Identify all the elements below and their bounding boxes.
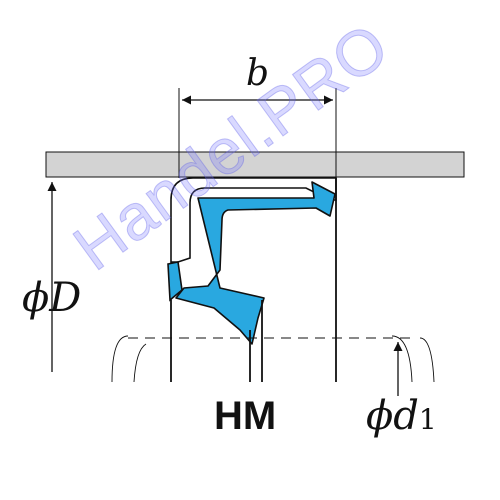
shaft-arc-right-a xyxy=(391,335,413,383)
seal-case-outline xyxy=(170,177,337,300)
inner-diameter-label: ϕd1 xyxy=(366,396,437,436)
shaft-arc-left-b xyxy=(133,343,147,383)
seal-lip-profile xyxy=(175,181,336,345)
seal-type-label: HM xyxy=(214,394,277,438)
outer-diameter-label: ϕD xyxy=(22,275,82,321)
inner-diameter-symbol: ϕd xyxy=(366,393,419,439)
inner-diameter-subscript: 1 xyxy=(418,403,437,436)
seal-lip-upper xyxy=(167,261,183,302)
housing-band xyxy=(45,151,465,178)
shaft-arc-right-b xyxy=(419,337,435,383)
width-label: b xyxy=(246,53,270,94)
shaft-arc-left xyxy=(111,335,129,383)
